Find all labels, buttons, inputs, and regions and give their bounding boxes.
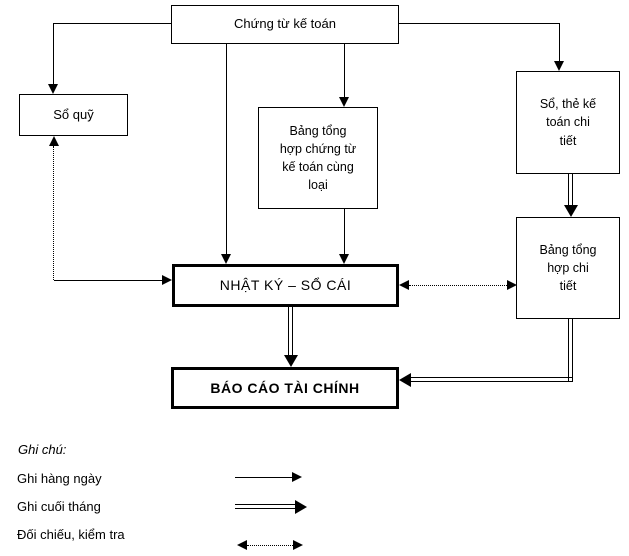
node-chung-tu-ke-toan: Chứng từ kế toán [171, 5, 399, 44]
edge-nhatky-baocao-arrowhead [284, 355, 298, 367]
edge-chungtu-sothe-hline [399, 23, 559, 24]
edge-soquy-check-dotted-vline [53, 146, 54, 280]
edge-chungtu-nhatky-arrowhead [221, 254, 231, 264]
edge-nhatky-baocao-dblline [288, 307, 293, 355]
legend-daily-arrow-line [235, 477, 292, 478]
legend-daily-arrowhead [292, 472, 302, 482]
legend-item-monthly-label: Ghi cuối tháng [17, 499, 101, 514]
legend-item-daily-label: Ghi hàng ngày [17, 471, 102, 486]
edge-soquy-nhatky-arrowhead [162, 275, 172, 285]
node-bang-tong-hop-chung-tu: Bảng tổng hợp chứng từ kế toán cùng loại [258, 107, 378, 209]
node-bao-cao-tai-chinh: BÁO CÁO TÀI CHÍNH [171, 367, 399, 409]
node-nhat-ky-so-cai: NHẬT KÝ – SỔ CÁI [172, 264, 399, 307]
edge-chungtu-soquy-hline [53, 23, 171, 24]
edge-bangchungtu-nhatky-arrowhead [339, 254, 349, 264]
node-bang-tong-hop-chi-tiet: Bảng tổng hợp chi tiết [516, 217, 620, 319]
node-bang-tong-hop-chung-tu-label: Bảng tổng hợp chứng từ kế toán cùng loại [279, 123, 357, 193]
edge-soquy-nhatky-hline [54, 280, 162, 281]
node-bao-cao-tai-chinh-label: BÁO CÁO TÀI CHÍNH [210, 379, 360, 396]
edge-nhatky-bangchitiet-dotted-hline [409, 285, 507, 286]
legend-monthly-arrowhead [295, 500, 307, 514]
edge-sothe-bangchitiet-dblline [568, 174, 573, 207]
legend-check-right-arrowhead [293, 540, 303, 550]
edge-chungtu-soquy-arrowhead [48, 84, 58, 94]
edge-chungtu-soquy-vline [53, 23, 54, 84]
legend-check-left-arrowhead [237, 540, 247, 550]
node-so-the-ke-toan-chi-tiet: Sổ, thẻ kế toán chi tiết [516, 71, 620, 174]
node-so-the-ke-toan-chi-tiet-label: Sổ, thẻ kế toán chi tiết [539, 97, 597, 148]
edge-soquy-check-up-arrowhead [49, 136, 59, 146]
edge-nhatky-bangchitiet-right-arrowhead [507, 280, 517, 290]
edge-chungtu-sothe-arrowhead [554, 61, 564, 71]
edge-bangchitiet-baocao-arrowhead [399, 373, 411, 387]
legend-title: Ghi chú: [18, 442, 67, 457]
edge-bangchungtu-nhatky-vline [344, 209, 345, 254]
legend-monthly-arrow-line [235, 504, 295, 509]
node-nhat-ky-so-cai-label: NHẬT KÝ – SỔ CÁI [219, 277, 352, 294]
edge-chungtu-bangchungtu-arrowhead [339, 97, 349, 107]
edge-chungtu-bangchungtu-vline [344, 44, 345, 97]
node-chung-tu-ke-toan-label: Chứng từ kế toán [234, 16, 336, 32]
edge-nhatky-bangchitiet-left-arrowhead [399, 280, 409, 290]
node-bang-tong-hop-chi-tiet-label: Bảng tổng hợp chi tiết [539, 242, 597, 294]
edge-sothe-bangchitiet-arrowhead [564, 205, 578, 217]
node-so-quy: Sổ quỹ [19, 94, 128, 136]
edge-bangchitiet-baocao-dbl-vline [568, 319, 573, 382]
legend-item-check-label: Đối chiếu, kiểm tra [17, 527, 125, 542]
edge-bangchitiet-baocao-dbl-hline [405, 377, 573, 382]
edge-chungtu-nhatky-vline [226, 44, 227, 254]
node-so-quy-label: Sổ quỹ [53, 106, 94, 122]
edge-chungtu-sothe-vline [559, 23, 560, 61]
legend-check-arrow-line [247, 545, 293, 546]
